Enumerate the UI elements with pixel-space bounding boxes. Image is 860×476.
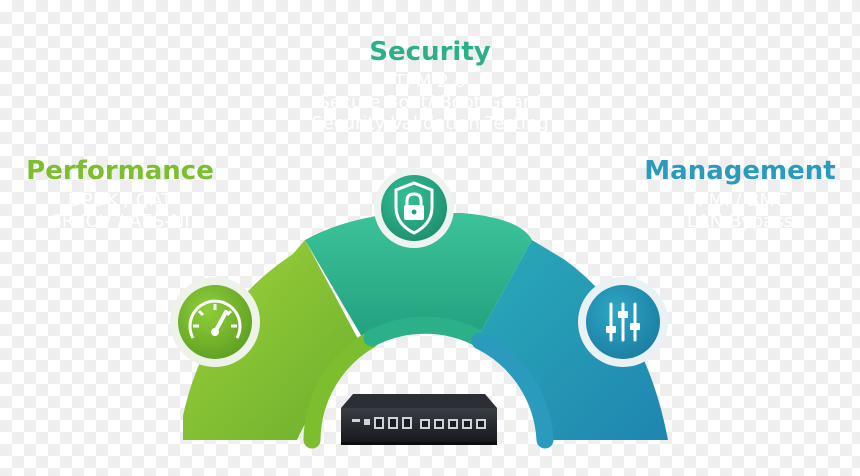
security-arc-segment xyxy=(305,213,532,342)
management-item-ipmi-bmc: IPMI / BMC xyxy=(692,190,788,211)
speedometer-icon xyxy=(170,277,260,367)
security-item-secure-boot: Secure Boot/ Boot Guard xyxy=(318,92,542,113)
security-item-validation-testing: Security Validation Testing xyxy=(311,113,549,134)
management-item-lan-bypass: LAN Bypass xyxy=(686,211,794,232)
inner-arc-management xyxy=(471,332,554,449)
management-heading: Management xyxy=(644,156,836,186)
security-item-tpm: TPM 2.0 xyxy=(394,71,466,92)
security-text-block: Security TPM 2.0 Secure Boot/ Boot Guard… xyxy=(260,36,600,134)
performance-heading: Performance xyxy=(26,156,214,186)
security-heading: Security xyxy=(369,37,491,67)
shield-lock-icon xyxy=(374,168,454,248)
management-text-block: Management IPMI / BMC LAN Bypass xyxy=(620,155,860,232)
inner-arc-security xyxy=(363,316,485,347)
network-appliance-icon xyxy=(341,394,497,445)
performance-text-block: Performance DPDK / QAT SR-IOV / AES-NI xyxy=(0,155,240,232)
management-arc-segment xyxy=(475,240,668,440)
performance-item-sriov-aesni: SR-IOV / AES-NI xyxy=(50,211,190,232)
inner-arc-performance xyxy=(303,331,379,449)
sliders-icon xyxy=(578,277,668,367)
performance-item-dpdk-qat: DPDK / QAT xyxy=(68,190,172,211)
